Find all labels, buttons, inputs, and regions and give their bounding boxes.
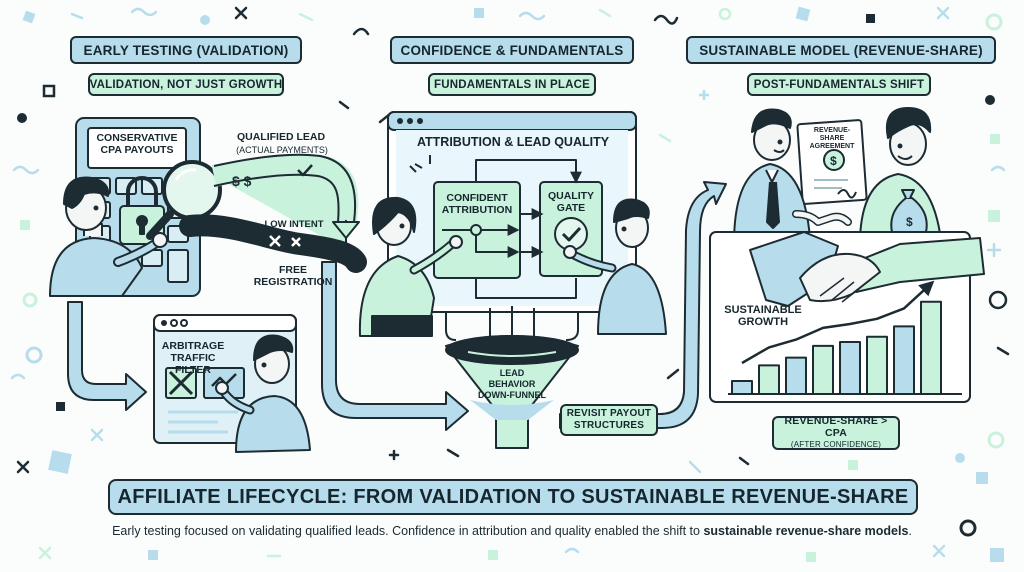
lifecycle-banner: AFFILIATE LIFECYCLE: FROM VALIDATION TO … [108,479,918,515]
payout-box-label: CONSERVATIVE CPA PAYOUTS [96,132,178,156]
low-intent-label: LOW INTENT [264,219,324,230]
growth-bars [731,300,942,396]
reviewer-figure [563,198,667,335]
growth-bar-5 [839,341,861,395]
caption-end: . [908,524,912,538]
header-early-testing: EARLY TESTING (VALIDATION) [70,36,302,64]
arbitrage-filter-label: ARBITRAGE TRAFFIC FILTER [161,340,225,376]
lead-streams: $ $ [179,153,367,273]
attribution-window [387,111,637,341]
svg-text:$: $ [906,215,913,229]
filter-operator-figure [215,334,311,453]
subheader-sustainable: POST-FUNDAMENTALS SHIFT [747,73,931,96]
subheader-confidence: FUNDAMENTALS IN PLACE [428,73,596,96]
growth-bar-3 [785,356,807,396]
lead-funnel [445,306,579,449]
funnel-label: LEAD BEHAVIOR DOWN-FUNNEL [478,368,546,400]
quality-gate-label: QUALITY GATE [547,190,595,214]
attribution-window-title: ATTRIBUTION & LEAD QUALITY [416,135,610,149]
handshake-small-icon [792,210,852,226]
confident-attribution-label: CONFIDENT ATTRIBUTION [441,192,513,216]
early-testing-illustration [49,117,311,453]
revshare-vs-cpa-label: REVENUE-SHARE > CPA [784,415,888,439]
qualified-lead-label: QUALIFIED LEAD [236,131,326,143]
svg-text:$: $ [830,154,837,168]
money-bag-icon: $ [890,189,928,238]
subheader-early-testing: VALIDATION, NOT JUST GROWTH [88,73,284,96]
flow-arrows [67,181,727,431]
growth-bar-6 [866,335,888,395]
growth-trend-line [741,280,935,365]
presenter-figure [358,196,463,337]
caption-text: Early testing focused on validating qual… [112,524,704,538]
growth-bar-2 [758,364,780,395]
sustainable-growth-label: SUSTAINABLE GROWTH [724,304,802,328]
growth-bar-4 [812,344,834,395]
revshare-note: (AFTER CONFIDENCE) [790,440,882,449]
qualified-lead-note: (ACTUAL PAYMENTS) [236,145,328,155]
confetti-decoration [10,6,1010,562]
svg-text:$ $: $ $ [232,173,252,189]
header-confidence: CONFIDENCE & FUNDAMENTALS [390,36,634,64]
handshake-large-icon [749,231,985,307]
growth-bar-7 [893,325,915,395]
revenue-share-illustration: $ $ [709,107,985,403]
revisit-payout-box: REVISIT PAYOUT STRUCTURES [560,404,658,436]
caption-emphasis: sustainable revenue-share models [703,524,909,538]
agreement-doc-label: REVENUE-SHARE AGREEMENT [809,127,855,150]
caption: Early testing focused on validating qual… [0,524,1024,538]
revshare-vs-cpa-box: REVENUE-SHARE > CPA (AFTER CONFIDENCE) [772,415,900,450]
growth-bar-8 [920,300,942,396]
analyst-figure [49,176,168,297]
header-sustainable: SUSTAINABLE MODEL (REVENUE-SHARE) [686,36,996,64]
growth-bar-1 [731,380,753,395]
free-registration-label: FREE REGISTRATION [253,264,333,288]
